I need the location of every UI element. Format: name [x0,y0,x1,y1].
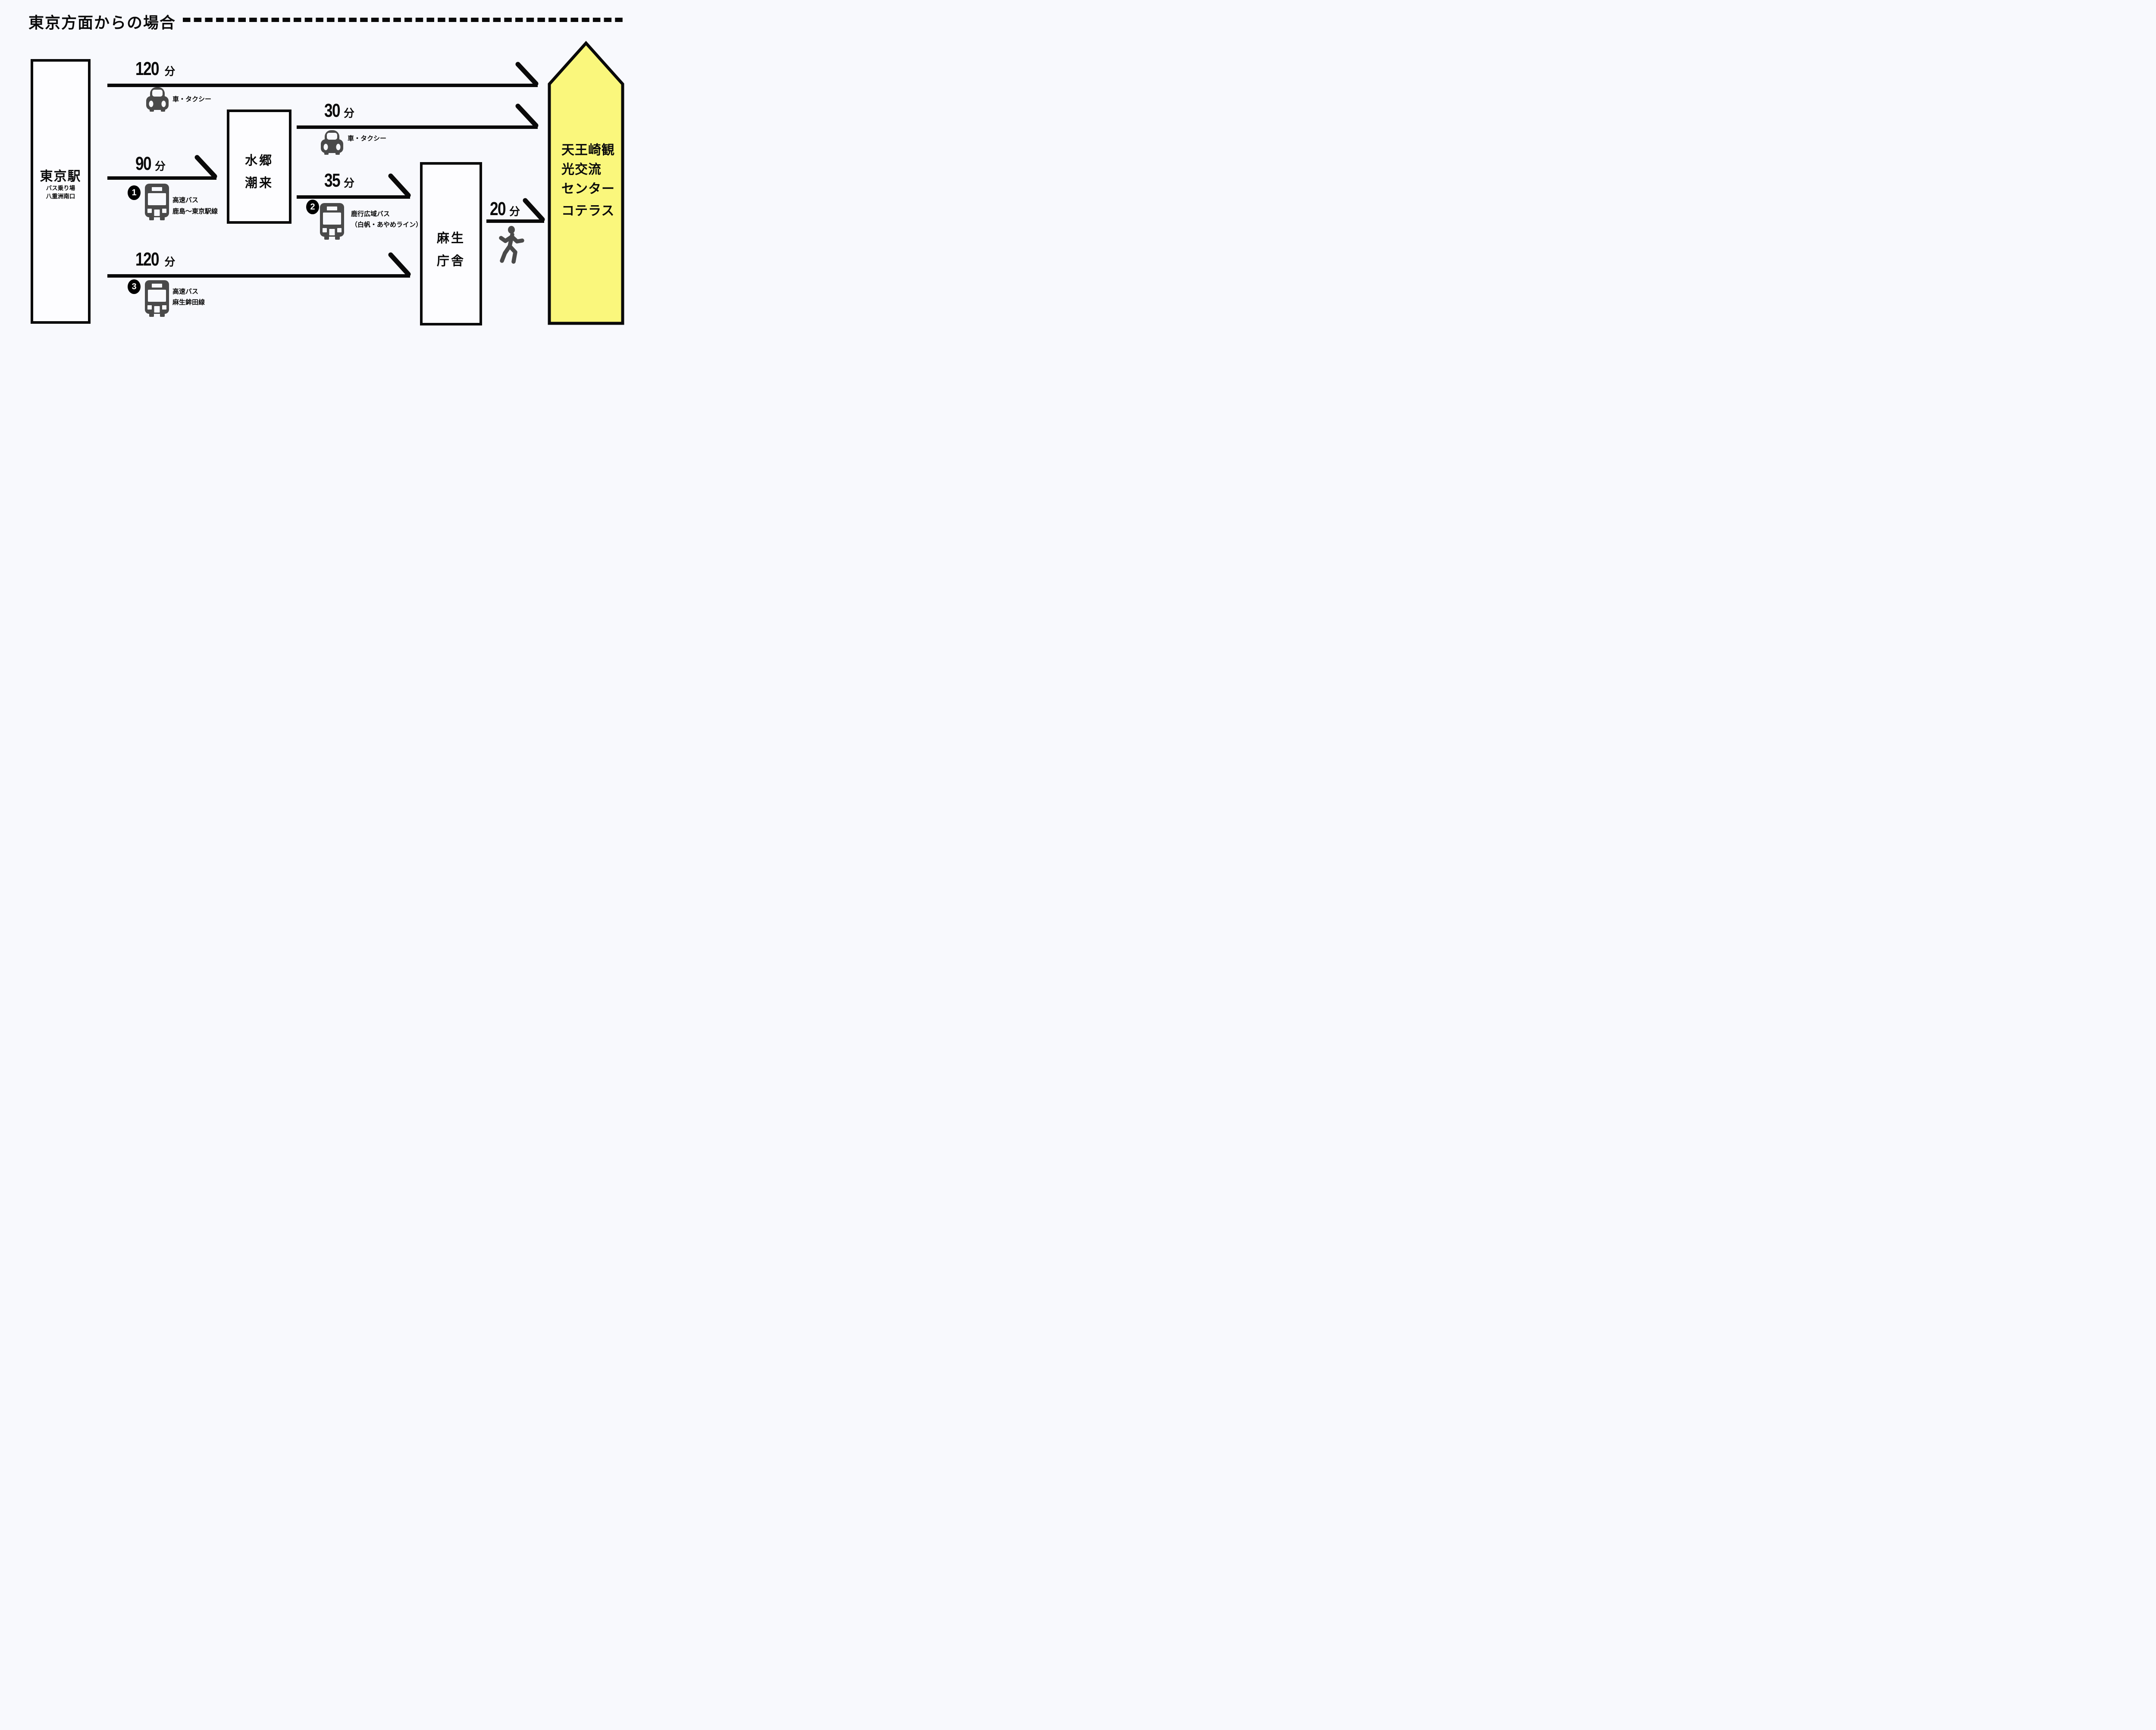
access-map: 東京方面からの場合 東京駅 バス乗り場 八重洲南口 水郷 潮来 麻生 庁舎 天王… [0,0,664,346]
mode-label-bus-aso-hokota: 高速バス 麻生鉾田線 [172,288,205,306]
car-icon [321,130,343,155]
mode-label-bus-kashima: 高速バス 鹿島〜東京駅線 [172,197,218,215]
page-title: 東京方面からの場合 [28,14,176,31]
bus-icon [320,203,344,240]
destination-line4: コテラス [561,204,615,218]
badge-2: 2 [306,200,319,214]
aso-chosha-label: 麻生 庁舎 [423,171,479,329]
walking-person-icon [499,226,524,264]
aso-chosha-line1: 麻生 [436,231,465,245]
node-suigo-itako: 水郷 潮来 [227,109,291,224]
bus-icon [145,184,169,220]
route-bus-kashima-tokyo [107,155,217,180]
badge-1: 1 [128,185,141,200]
tokyo-station-sub-line1: バス乗り場 [46,185,75,191]
destination-line3: センター [561,182,615,196]
car-icon [146,87,169,112]
mode-label-car-top: 車・タクシー [172,96,212,103]
suigo-itako-label: 水郷 潮来 [229,117,289,226]
tokyo-station-sub-line2: 八重洲南口 [46,193,75,200]
destination-line1: 天王崎観 [561,143,615,157]
tokyo-station-sublabel: バス乗り場 八重洲南口 [33,184,88,200]
destination-label: 天王崎観 光交流 センター コテラス [550,141,623,221]
route-bus-rokko [297,173,411,199]
mode-label-car-mid: 車・タクシー [348,135,387,142]
node-aso-chosha: 麻生 庁舎 [420,162,482,325]
route-car-itako [297,103,539,129]
aso-chosha-line2: 庁舎 [436,254,465,268]
route-walk [486,198,545,223]
suigo-itako-line2: 潮来 [244,176,273,190]
suigo-itako-line1: 水郷 [244,153,273,168]
mode-label-bus-rokko: 鹿行広域バス （白帆・あやめライン） [351,210,423,228]
destination-line2: 光交流 [561,163,602,177]
destination-pentagon [548,41,624,325]
bus-icon [145,280,169,317]
diagram-graphics [107,18,626,325]
tokyo-station-label: 東京駅 [40,169,81,184]
badge-3: 3 [128,279,141,294]
route-car-tokyo-direct [107,62,539,87]
node-tokyo-station: 東京駅 バス乗り場 八重洲南口 [31,59,91,324]
route-bus-aso-hokota [107,252,411,278]
